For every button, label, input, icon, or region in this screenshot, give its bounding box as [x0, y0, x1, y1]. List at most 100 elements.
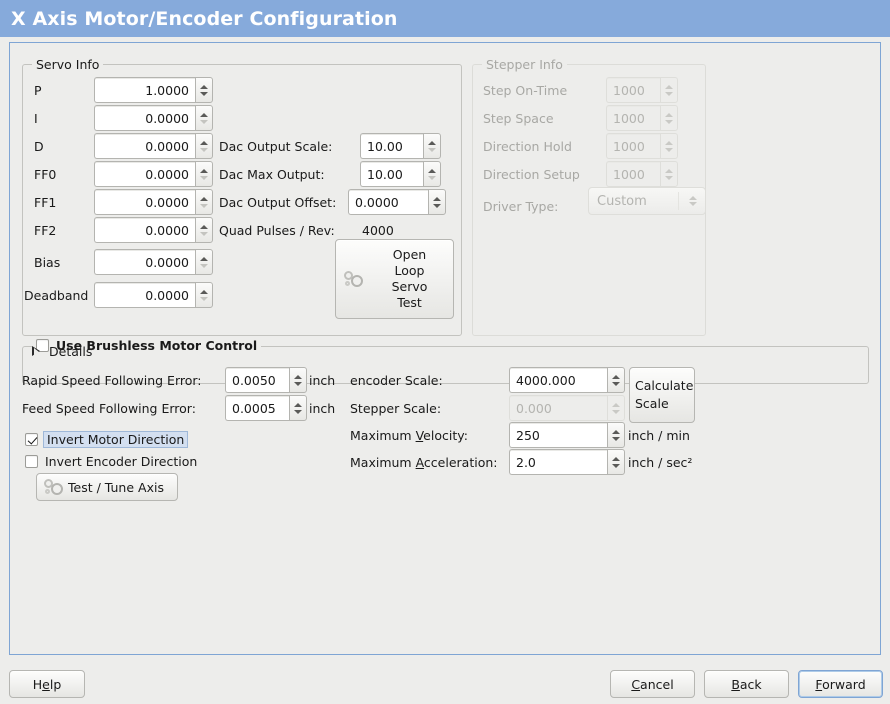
stepper-scale-value: 0.000 [509, 395, 607, 421]
test-tune-axis-label: Test / Tune Axis [68, 479, 164, 495]
feed-following-error-value[interactable]: 0.0005 [225, 395, 289, 421]
encoder-scale-value[interactable]: 4000.000 [509, 367, 607, 393]
direction-setup-value: 1000 [606, 161, 660, 187]
maximum-acceleration-spinbutton[interactable]: 2.0 [509, 449, 625, 475]
servo-bias-spinbutton[interactable]: 0.0000 [94, 249, 213, 275]
dac-output-scale-value[interactable]: 10.00 [360, 133, 423, 159]
servo-d-spinbutton[interactable]: 0.0000 [94, 133, 213, 159]
combo-separator [678, 192, 679, 210]
servo-d-value[interactable]: 0.0000 [94, 133, 195, 159]
dac-max-output-value[interactable]: 10.00 [360, 161, 423, 187]
servo-p-stepper[interactable] [195, 77, 213, 103]
dac-output-scale-spinbutton[interactable]: 10.00 [360, 133, 441, 159]
rapid-following-error-label: Rapid Speed Following Error: [22, 373, 202, 388]
servo-i-spinbutton[interactable]: 0.0000 [94, 105, 213, 131]
servo-bias-stepper[interactable] [195, 249, 213, 275]
rapid-following-error-spinbutton[interactable]: 0.0050 [225, 367, 307, 393]
encoder-scale-stepper[interactable] [607, 367, 625, 393]
dac-max-output-stepper[interactable] [423, 161, 441, 187]
calculate-scale-button[interactable]: Calculate Scale [629, 367, 695, 423]
stepper-scale-label: Stepper Scale: [350, 401, 442, 416]
servo-info-legend: Servo Info [32, 57, 104, 72]
dac-max-output-spinbutton[interactable]: 10.00 [360, 161, 441, 187]
rapid-following-error-stepper[interactable] [289, 367, 307, 393]
step-space-value: 1000 [606, 105, 660, 131]
forward-button-label: Forward [815, 676, 866, 692]
feed-following-error-label: Feed Speed Following Error: [22, 401, 196, 416]
servo-i-stepper[interactable] [195, 105, 213, 131]
dac-output-offset-value[interactable]: 0.0000 [348, 189, 428, 215]
open-loop-servo-test-button[interactable]: Open Loop Servo Test [335, 239, 454, 319]
maximum-acceleration-stepper[interactable] [607, 449, 625, 475]
dac-output-offset-spinbutton[interactable]: 0.0000 [348, 189, 446, 215]
invert-motor-direction-checkbox[interactable]: Invert Motor Direction [25, 431, 189, 448]
servo-deadband-spinbutton[interactable]: 0.0000 [94, 282, 213, 308]
servo-i-value[interactable]: 0.0000 [94, 105, 195, 131]
cancel-button-label: Cancel [631, 676, 674, 692]
maximum-acceleration-label: Maximum Acceleration: [350, 455, 498, 470]
chevron-updown-icon [689, 196, 697, 206]
direction-hold-spinbutton: 1000 [606, 133, 678, 159]
servo-bias-value[interactable]: 0.0000 [94, 249, 195, 275]
servo-ff2-value[interactable]: 0.0000 [94, 217, 195, 243]
test-tune-axis-button[interactable]: Test / Tune Axis [36, 473, 178, 501]
cancel-button[interactable]: Cancel [610, 670, 695, 698]
feed-following-error-spinbutton[interactable]: 0.0005 [225, 395, 307, 421]
servo-ff1-value[interactable]: 0.0000 [94, 189, 195, 215]
help-button[interactable]: Help [9, 670, 85, 698]
encoder-scale-label: encoder Scale: [350, 373, 443, 388]
servo-ff0-spinbutton[interactable]: 0.0000 [94, 161, 213, 187]
servo-ff1-spinbutton[interactable]: 0.0000 [94, 189, 213, 215]
servo-ff2-spinbutton[interactable]: 0.0000 [94, 217, 213, 243]
details-expander[interactable]: Details [32, 344, 92, 359]
step-space-spinbutton: 1000 [606, 105, 678, 131]
forward-button[interactable]: Forward [798, 670, 883, 698]
servo-p-spinbutton[interactable]: 1.0000 [94, 77, 213, 103]
invert-motor-checkbox-box[interactable] [25, 433, 38, 446]
dac-output-offset-stepper[interactable] [428, 189, 446, 215]
maximum-velocity-stepper[interactable] [607, 422, 625, 448]
servo-label-i: I [34, 111, 38, 126]
maximum-acceleration-value[interactable]: 2.0 [509, 449, 607, 475]
servo-ff1-stepper[interactable] [195, 189, 213, 215]
servo-ff0-stepper[interactable] [195, 161, 213, 187]
servo-ff2-stepper[interactable] [195, 217, 213, 243]
direction-setup-stepper [660, 161, 678, 187]
servo-label-ff0: FF0 [34, 167, 57, 182]
details-expander-label: Details [49, 344, 93, 359]
quad-pulses-label: Quad Pulses / Rev: [219, 223, 335, 238]
direction-hold-value: 1000 [606, 133, 660, 159]
servo-p-value[interactable]: 1.0000 [94, 77, 195, 103]
encoder-scale-spinbutton[interactable]: 4000.000 [509, 367, 625, 393]
gears-icon [344, 269, 366, 289]
direction-hold-stepper [660, 133, 678, 159]
servo-label-deadband: Deadband [24, 288, 89, 303]
maximum-velocity-spinbutton[interactable]: 250 [509, 422, 625, 448]
invert-encoder-checkbox-box[interactable] [25, 455, 38, 468]
open-loop-line-2: Loop [394, 263, 425, 278]
driver-type-combobox: Custom [588, 187, 706, 215]
back-button-label: Back [731, 676, 762, 692]
direction-hold-label: Direction Hold [483, 139, 572, 154]
invert-motor-direction-label: Invert Motor Direction [43, 431, 189, 448]
servo-info-frame: Servo Info [22, 57, 462, 336]
open-loop-line-4: Test [397, 295, 422, 310]
servo-deadband-stepper[interactable] [195, 282, 213, 308]
servo-deadband-value[interactable]: 0.0000 [94, 282, 195, 308]
servo-ff0-value[interactable]: 0.0000 [94, 161, 195, 187]
servo-d-stepper[interactable] [195, 133, 213, 159]
gears-icon [44, 477, 64, 497]
brushless-motor-frame [22, 346, 869, 384]
step-on-time-stepper [660, 77, 678, 103]
invert-encoder-direction-checkbox[interactable]: Invert Encoder Direction [25, 454, 197, 469]
step-on-time-label: Step On-Time [483, 83, 568, 98]
back-button[interactable]: Back [704, 670, 789, 698]
feed-following-error-stepper[interactable] [289, 395, 307, 421]
maximum-velocity-value[interactable]: 250 [509, 422, 607, 448]
direction-setup-spinbutton: 1000 [606, 161, 678, 187]
open-loop-line-1: Open [392, 247, 427, 262]
stepper-scale-spinbutton: 0.000 [509, 395, 625, 421]
dac-output-scale-stepper[interactable] [423, 133, 441, 159]
dac-max-output-label: Dac Max Output: [219, 167, 325, 182]
rapid-following-error-value[interactable]: 0.0050 [225, 367, 289, 393]
